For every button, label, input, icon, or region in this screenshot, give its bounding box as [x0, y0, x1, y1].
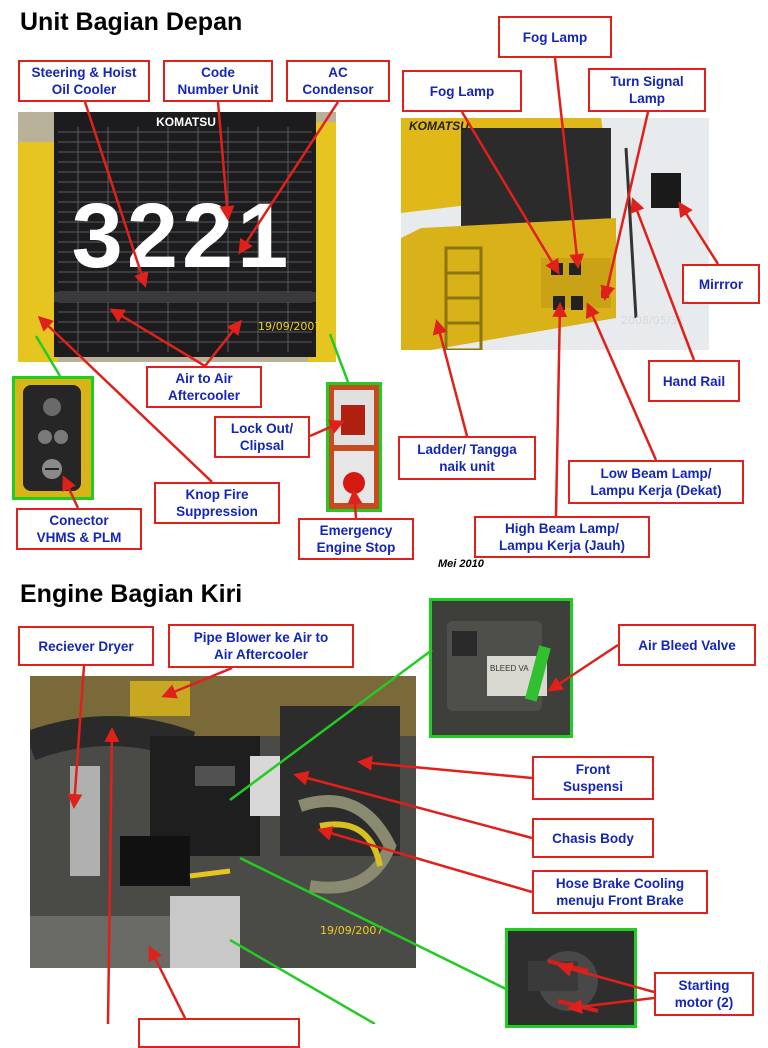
front-date-stamp: 19/09/2007: [258, 320, 321, 333]
engine-photo: 19/09/2007: [30, 676, 416, 968]
valve-label-text: BLEED VA: [490, 664, 529, 673]
label-conector-vhms-plm: Conector VHMS & PLM: [16, 508, 142, 550]
label-mirror: Mirrror: [682, 264, 760, 304]
label-fog-lamp-top: Fog Lamp: [498, 16, 612, 58]
label-steering-hoist-oil-cooler: Steering & Hoist Oil Cooler: [18, 60, 150, 102]
date-note: Mei 2010: [438, 558, 484, 570]
label-pipe-blower: Pipe Blower ke Air to Air Aftercooler: [168, 624, 354, 668]
label-emergency-engine-stop: Emergency Engine Stop: [298, 518, 414, 560]
label-starting-motor: Starting motor (2): [654, 972, 754, 1016]
komatsu-logo-text: KOMATSU: [156, 115, 216, 129]
label-high-beam-lamp: High Beam Lamp/ Lampu Kerja (Jauh): [474, 516, 650, 558]
label-front-suspensi: Front Suspensi: [532, 756, 654, 800]
label-low-beam-lamp: Low Beam Lamp/ Lampu Kerja (Dekat): [568, 460, 744, 504]
air-bleed-valve-photo: BLEED VA: [429, 598, 573, 738]
front-section-title: Unit Bagian Depan: [20, 8, 243, 36]
connector-photo: [12, 376, 94, 500]
label-turn-signal-lamp: Turn Signal Lamp: [588, 68, 706, 112]
label-air-bleed-valve: Air Bleed Valve: [618, 624, 756, 666]
label-cut-off-bottom: [138, 1018, 300, 1048]
label-hand-rail: Hand Rail: [648, 360, 740, 402]
side-lamps-photo: KOMATSU 2008/05/31: [401, 118, 709, 350]
front-grille-photo: KOMATSU 3221 19/09/2007: [18, 112, 336, 362]
side-brand-text: KOMATSU: [409, 119, 469, 133]
engine-section-title: Engine Bagian Kiri: [20, 580, 243, 608]
label-knop-fire-suppression: Knop Fire Suppression: [154, 482, 280, 524]
label-ladder: Ladder/ Tangga naik unit: [398, 436, 536, 480]
unit-number-text: 3221: [72, 185, 293, 287]
label-reciever-dryer: Reciever Dryer: [18, 626, 154, 666]
label-ac-condensor: AC Condensor: [286, 60, 390, 102]
label-chasis-body: Chasis Body: [532, 818, 654, 858]
emergency-stop-photo: [326, 382, 382, 512]
label-code-number-unit: Code Number Unit: [163, 60, 273, 102]
side-date-stamp: 2008/05/31: [621, 314, 684, 327]
label-air-to-air-aftercooler: Air to Air Aftercooler: [146, 366, 262, 408]
engine-date-stamp: 19/09/2007: [320, 924, 383, 937]
label-fog-lamp-left: Fog Lamp: [402, 70, 522, 112]
starting-motor-photo: [505, 928, 637, 1028]
label-lock-out-clipsal: Lock Out/ Clipsal: [214, 416, 310, 458]
label-hose-brake-cooling: Hose Brake Cooling menuju Front Brake: [532, 870, 708, 914]
